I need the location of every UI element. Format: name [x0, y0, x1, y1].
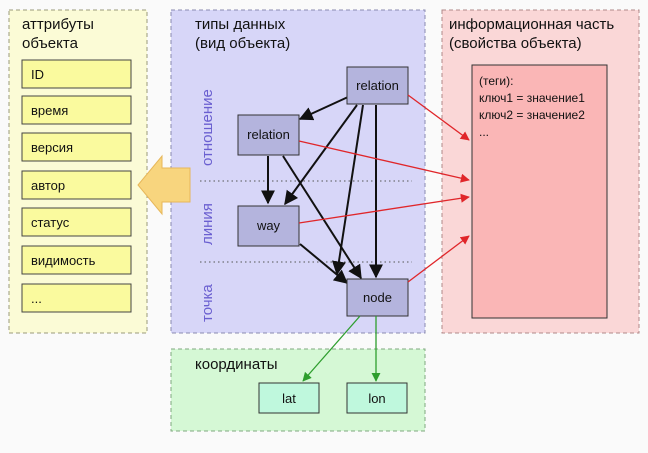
- arrow-relation-top-to-tags: [407, 94, 470, 141]
- types-panel: типы данных (вид объекта) отношение лини…: [170, 9, 426, 334]
- way-level-label: линия: [199, 203, 216, 245]
- attributes-title-line1: аттрибуты: [22, 16, 94, 33]
- tags-box: [471, 64, 608, 319]
- coords-title: координаты: [195, 356, 278, 373]
- types-title-line1: типы данных: [195, 16, 286, 33]
- type-node-label: way: [256, 218, 281, 233]
- coord-item-label: lat: [282, 391, 296, 406]
- arrow-relation-to-node-c: [282, 155, 362, 280]
- attribute-item: ...: [21, 283, 132, 313]
- arrow-way-to-tags: [298, 193, 470, 224]
- attributes-title-line2: объекта: [22, 35, 79, 52]
- arrow-relation-to-tags: [298, 140, 470, 183]
- big-left-arrow-icon: [137, 154, 191, 216]
- info-title-line2: (свойства объекта): [449, 35, 582, 52]
- arrow-node-to-lat: [302, 315, 361, 382]
- type-node-relation: relation: [237, 114, 300, 156]
- type-node-label: relation: [356, 78, 399, 93]
- type-node-way: way: [237, 205, 300, 247]
- info-title-line1: информационная часть: [449, 16, 614, 33]
- type-node-label: node: [363, 290, 392, 305]
- attributes-panel: аттрибуты объекта ID время версия автор …: [8, 9, 148, 334]
- attribute-item-label: видимость: [31, 253, 96, 268]
- tags-header: (теги):: [479, 74, 513, 88]
- types-title-line2: (вид объекта): [195, 35, 290, 52]
- attribute-item-label: версия: [31, 140, 73, 155]
- coord-item-lon: lon: [346, 382, 408, 414]
- attribute-item: версия: [21, 132, 132, 162]
- tag-entry: ключ1 = значение1: [479, 91, 585, 105]
- attribute-item-label: ID: [31, 67, 44, 82]
- coord-item-label: lon: [368, 391, 385, 406]
- attribute-item: статус: [21, 207, 132, 237]
- attribute-item: автор: [21, 170, 132, 200]
- attribute-item-label: ...: [31, 291, 42, 306]
- arrow-node-to-tags: [407, 235, 470, 283]
- attribute-item: ID: [21, 59, 132, 89]
- attribute-item-label: автор: [31, 178, 65, 193]
- type-node-relation-top: relation: [346, 66, 409, 105]
- relation-level-label: отношение: [199, 89, 216, 166]
- tag-entry: ключ2 = значение2: [479, 108, 585, 122]
- arrow-relation-to-relation: [298, 96, 349, 121]
- attribute-item-label: время: [31, 103, 68, 118]
- coord-arrows: [302, 315, 381, 382]
- type-relations-arrows: [261, 96, 383, 284]
- type-node-label: relation: [247, 127, 290, 142]
- arrow-relation-to-way: [284, 104, 358, 206]
- tag-arrows: [298, 94, 470, 283]
- type-node-node: node: [346, 278, 409, 317]
- coords-panel: координаты lat lon: [170, 348, 426, 432]
- attribute-item: видимость: [21, 245, 132, 275]
- node-level-label: точка: [199, 284, 216, 322]
- coord-item-lat: lat: [258, 382, 320, 414]
- attribute-item: время: [21, 95, 132, 125]
- arrow-way-to-node: [299, 243, 349, 284]
- tag-entry: ...: [479, 125, 489, 139]
- info-panel: информационная часть (свойства объекта) …: [441, 9, 640, 334]
- attribute-item-label: статус: [31, 215, 70, 230]
